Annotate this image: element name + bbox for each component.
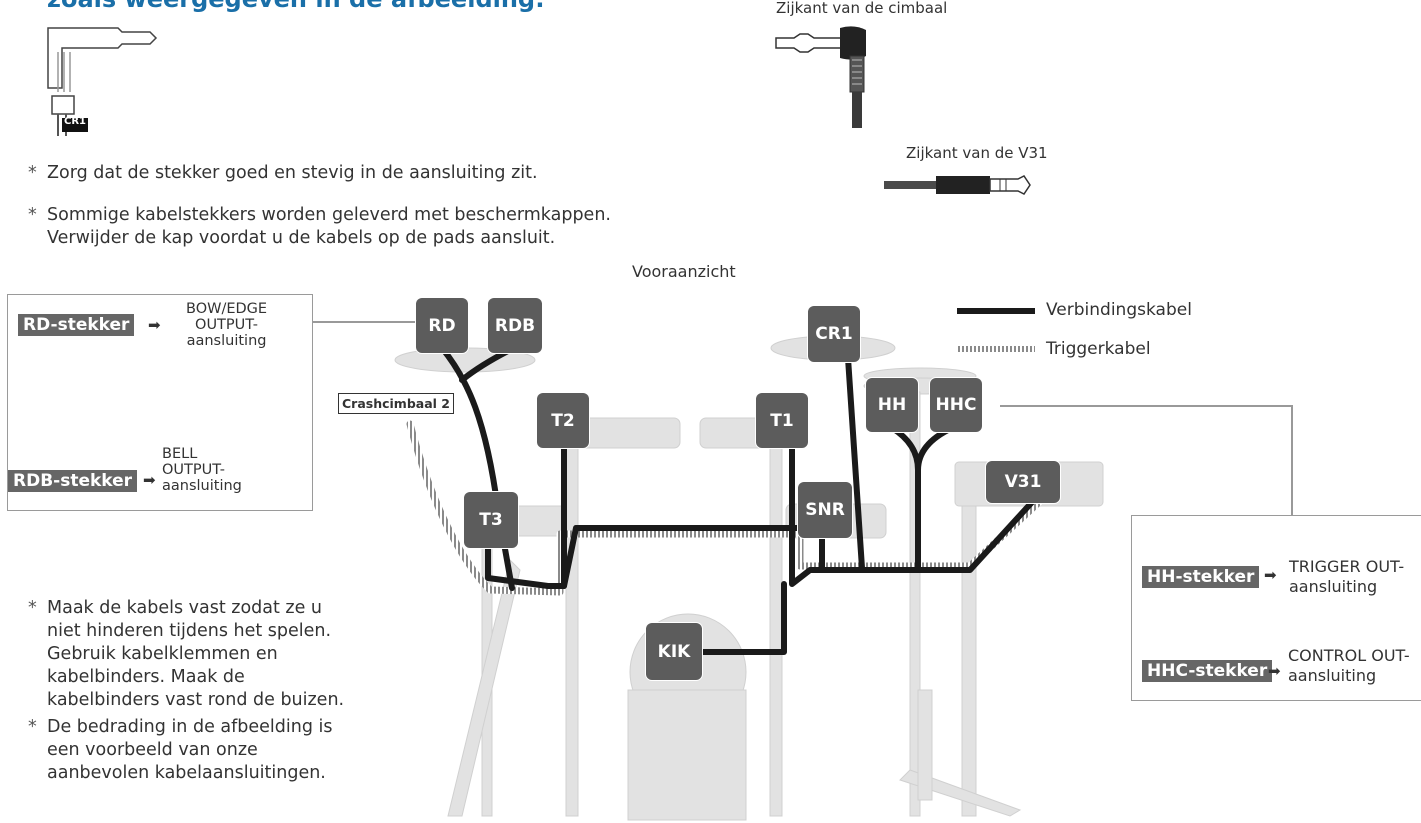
- pad-t2: T2: [537, 393, 589, 448]
- note-text: De bedrading in de afbeelding is een voo…: [47, 717, 333, 783]
- rdb-output-label: BELL OUTPUT- aansluiting: [162, 446, 242, 494]
- rdb-plug-label: RDB-stekker: [8, 470, 138, 492]
- pad-rdb: RDB: [488, 298, 542, 353]
- arrow-right-icon: ➡: [1264, 566, 1277, 584]
- note-plug-secure: * Zorg dat de stekker goed en stevig in …: [28, 162, 667, 185]
- note-fasten-cables: * Maak de kabels vast zodat ze u niet hi…: [28, 597, 359, 712]
- v31-side-label: Zijkant van de V31: [906, 144, 1048, 162]
- pad-rd: RD: [416, 298, 468, 353]
- view-title: Vooraanzicht: [632, 262, 736, 281]
- cymbal-side-plug-icon: [775, 26, 866, 128]
- crash2-label: Crashcimbaal 2: [338, 393, 454, 414]
- connection-cables: [439, 345, 1037, 655]
- pad-t1: T1: [756, 393, 808, 448]
- rd-output-label: BOW/EDGE OUTPUT- aansluiting: [186, 301, 268, 349]
- cymbal-side-label: Zijkant van de cimbaal: [776, 0, 948, 17]
- v31-side-plug-icon: [884, 175, 1031, 195]
- pad-v31: V31: [986, 461, 1060, 503]
- trigger-cables: [406, 420, 1054, 596]
- note-text: Maak de kabels vast zodat ze u niet hind…: [47, 598, 345, 710]
- hhc-plug-label: HHC-stekker: [1142, 660, 1273, 682]
- legend-connection-swatch: [957, 308, 1035, 314]
- pad-hh: HH: [866, 378, 918, 432]
- legend-trigger-swatch: [957, 346, 1035, 352]
- hh-plug-label: HH-stekker: [1142, 566, 1260, 588]
- hhc-output-label: CONTROL OUT- aansluiting: [1288, 646, 1410, 685]
- note-text: Sommige kabelstekkers worden geleverd me…: [47, 205, 611, 248]
- bullet-asterisk: *: [28, 717, 37, 737]
- legend-connection-label: Verbindingskabel: [1046, 300, 1192, 320]
- angled-plug-icon: [47, 27, 158, 136]
- bullet-asterisk: *: [28, 205, 37, 225]
- legend-trigger-label: Triggerkabel: [1046, 339, 1151, 359]
- bullet-asterisk: *: [28, 163, 37, 183]
- cr1-tag-icon: [62, 118, 88, 132]
- arrow-right-icon: ➡: [148, 316, 161, 334]
- note-text: Zorg dat de stekker goed en stevig in de…: [47, 163, 538, 183]
- hh-output-label: TRIGGER OUT- aansluiting: [1289, 557, 1405, 596]
- section-heading: zoals weergegeven in de afbeelding:: [47, 0, 545, 13]
- note-protective-caps: * Sommige kabelstekkers worden geleverd …: [28, 204, 667, 250]
- arrow-right-icon: ➡: [1268, 662, 1281, 680]
- pad-kik: KIK: [646, 623, 702, 680]
- rd-plug-label: RD-stekker: [18, 314, 135, 336]
- pad-hhc: HHC: [930, 378, 982, 432]
- bullet-asterisk: *: [28, 598, 37, 618]
- cr1-tag: CR1: [64, 116, 86, 127]
- note-wiring-example: * De bedrading in de afbeelding is een v…: [28, 716, 359, 785]
- pad-cr1: CR1: [808, 306, 860, 362]
- pad-t3: T3: [464, 492, 518, 548]
- arrow-right-icon: ➡: [143, 471, 156, 489]
- pad-snr: SNR: [798, 482, 852, 538]
